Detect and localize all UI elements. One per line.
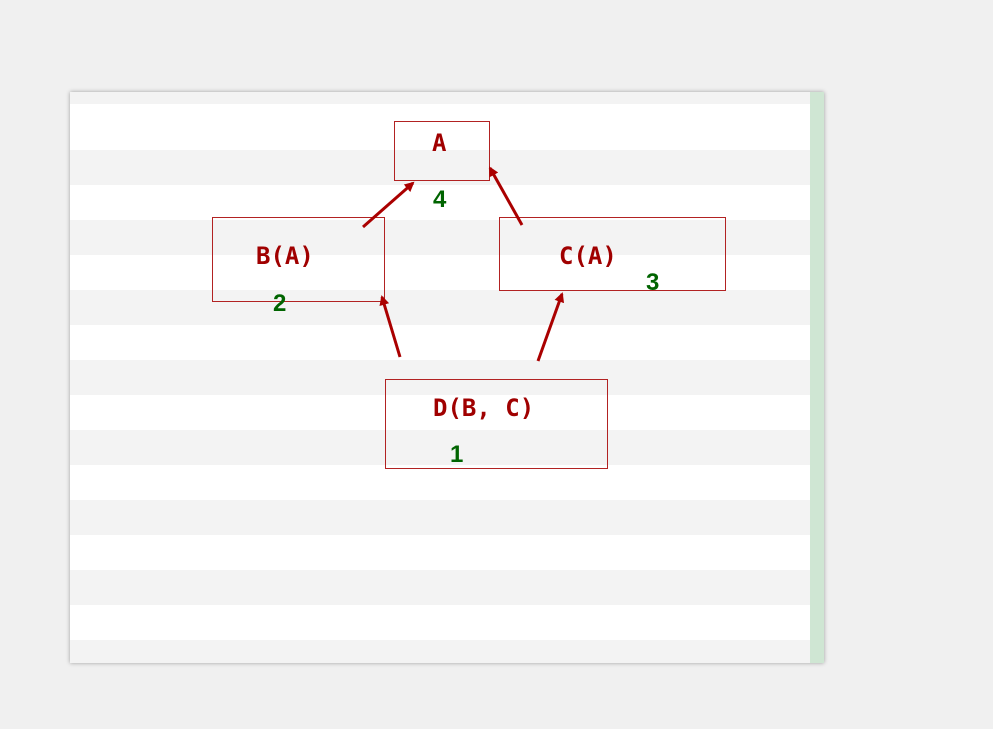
diagram-canvas: A 4 B(A) 2 C(A) 3 D(B, C) 1 bbox=[70, 92, 824, 663]
edge-d-to-b bbox=[379, 295, 402, 358]
node-b-order: 2 bbox=[273, 290, 287, 317]
edge-b-to-a bbox=[362, 181, 415, 229]
edge-arrows bbox=[362, 166, 565, 362]
node-c-box bbox=[499, 217, 726, 291]
striped-background bbox=[70, 92, 824, 663]
node-c-order: 3 bbox=[646, 269, 660, 296]
node-d-order: 1 bbox=[450, 441, 464, 468]
node-d-label: D(B, C) bbox=[433, 394, 535, 422]
node-b-label: B(A) bbox=[256, 242, 314, 270]
node-a-label: A bbox=[432, 129, 447, 157]
node-d-box bbox=[385, 379, 608, 469]
node-a-box bbox=[394, 121, 490, 181]
node-b-box bbox=[212, 217, 385, 302]
edge-d-to-c bbox=[536, 292, 565, 362]
edge-c-to-a bbox=[488, 166, 524, 226]
node-a-order: 4 bbox=[433, 186, 447, 213]
node-c-label: C(A) bbox=[559, 242, 617, 270]
vertical-scrollbar[interactable] bbox=[810, 92, 824, 663]
